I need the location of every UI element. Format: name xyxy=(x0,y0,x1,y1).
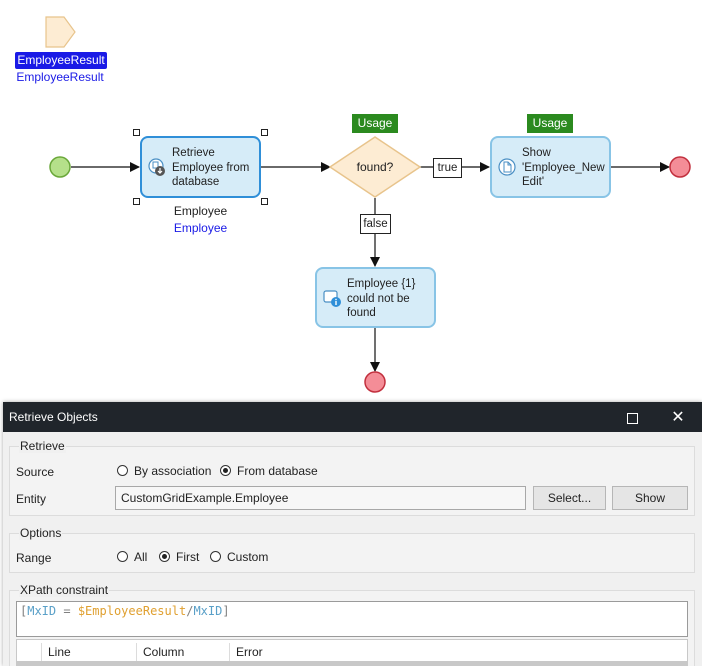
close-button[interactable]: ✕ xyxy=(655,402,701,432)
dialog-title: Retrieve Objects xyxy=(9,410,98,424)
dialog-titlebar[interactable]: Retrieve Objects ✕ xyxy=(3,402,702,432)
range-all-label[interactable]: All xyxy=(134,550,148,564)
decision-usage-badge[interactable]: Usage xyxy=(352,114,398,133)
select-entity-button[interactable]: Select... xyxy=(533,486,606,510)
close-icon: ✕ xyxy=(671,409,685,426)
show-page-line2: 'Employee_New xyxy=(522,161,605,174)
range-custom-radio[interactable] xyxy=(210,551,221,562)
flow-label-true[interactable]: true xyxy=(433,158,462,178)
microflow-canvas[interactable]: EmployeeResult EmployeeResult Retrieve E… xyxy=(0,0,702,410)
retrieve-group-title: Retrieve xyxy=(19,439,66,453)
xpath-attribute: MxID xyxy=(27,604,57,618)
xpath-variable: $EmployeeResult xyxy=(77,604,187,618)
error-col-column[interactable]: Column xyxy=(137,643,230,661)
show-entity-button[interactable]: Show xyxy=(612,486,688,510)
xpath-open-bracket: [ xyxy=(20,604,28,618)
xpath-editor[interactable]: [MxID = $EmployeeResult/MxID] xyxy=(16,601,688,637)
end-event-icon-2[interactable] xyxy=(364,371,386,393)
flow-lines xyxy=(45,16,691,393)
from-database-radio[interactable] xyxy=(220,465,231,476)
maximize-button[interactable] xyxy=(609,402,655,432)
flow-label-false[interactable]: false xyxy=(360,214,391,234)
source-label: Source xyxy=(16,465,55,479)
show-page-line3: Edit' xyxy=(522,176,545,188)
message-line2: could not be xyxy=(347,292,410,305)
selection-handle-tl[interactable] xyxy=(133,129,140,136)
error-col-blank xyxy=(17,643,42,661)
end-event-icon[interactable] xyxy=(669,156,691,178)
by-association-radio[interactable] xyxy=(117,465,128,476)
range-all-radio[interactable] xyxy=(117,551,128,562)
show-message-activity[interactable]: Employee {1} could not be found xyxy=(315,267,436,328)
selection-handle-bl[interactable] xyxy=(133,198,140,205)
error-col-error[interactable]: Error xyxy=(236,645,263,659)
page-icon xyxy=(498,158,516,176)
error-col-line[interactable]: Line xyxy=(42,643,137,661)
range-label: Range xyxy=(16,551,52,565)
retrieve-activity-line1: Retrieve xyxy=(172,147,215,159)
entity-field[interactable]: CustomGridExample.Employee xyxy=(115,486,526,510)
parameter-icon[interactable] xyxy=(45,16,76,48)
message-icon xyxy=(323,290,341,307)
error-table[interactable]: Line Column Error xyxy=(16,639,688,666)
retrieve-output-var: Employee xyxy=(173,221,228,235)
show-page-line1: Show xyxy=(522,147,551,159)
options-group-title: Options xyxy=(19,526,63,540)
message-line1: Employee {1} xyxy=(347,278,416,290)
parameter-badge[interactable]: EmployeeResult xyxy=(15,52,107,69)
decision-caption: found? xyxy=(356,160,394,174)
error-table-row xyxy=(17,661,687,665)
show-page-usage-badge[interactable]: Usage xyxy=(527,114,573,133)
retrieve-activity-line2: Employee from xyxy=(172,161,250,174)
xpath-group-title: XPath constraint xyxy=(19,583,110,597)
retrieve-output-type: Employee xyxy=(173,204,228,218)
by-association-label[interactable]: By association xyxy=(134,464,212,478)
xpath-close-bracket: ] xyxy=(222,604,230,618)
xpath-operator: = xyxy=(56,604,78,618)
selection-handle-br[interactable] xyxy=(261,198,268,205)
range-first-radio[interactable] xyxy=(159,551,170,562)
retrieve-icon xyxy=(148,158,165,176)
range-custom-label[interactable]: Custom xyxy=(227,550,269,564)
decision-diamond[interactable] xyxy=(328,136,422,198)
from-database-label[interactable]: From database xyxy=(237,464,318,478)
selection-handle-tr[interactable] xyxy=(261,129,268,136)
retrieve-objects-dialog: Retrieve Objects ✕ Retrieve Source By as… xyxy=(3,402,702,666)
xpath-slash: / xyxy=(186,604,194,618)
retrieve-activity-line3: database xyxy=(172,176,220,188)
retrieve-activity[interactable]: Retrieve Employee from database xyxy=(140,136,261,198)
options-group: Options xyxy=(9,526,695,573)
range-first-label[interactable]: First xyxy=(176,550,200,564)
entity-label: Entity xyxy=(16,492,47,506)
xpath-attribute-2: MxID xyxy=(193,604,223,618)
show-page-activity[interactable]: Show 'Employee_New Edit' xyxy=(490,136,611,198)
start-event-icon[interactable] xyxy=(49,156,71,178)
message-line3: found xyxy=(347,307,376,319)
maximize-icon xyxy=(626,412,638,424)
parameter-name: EmployeeResult xyxy=(16,70,104,84)
